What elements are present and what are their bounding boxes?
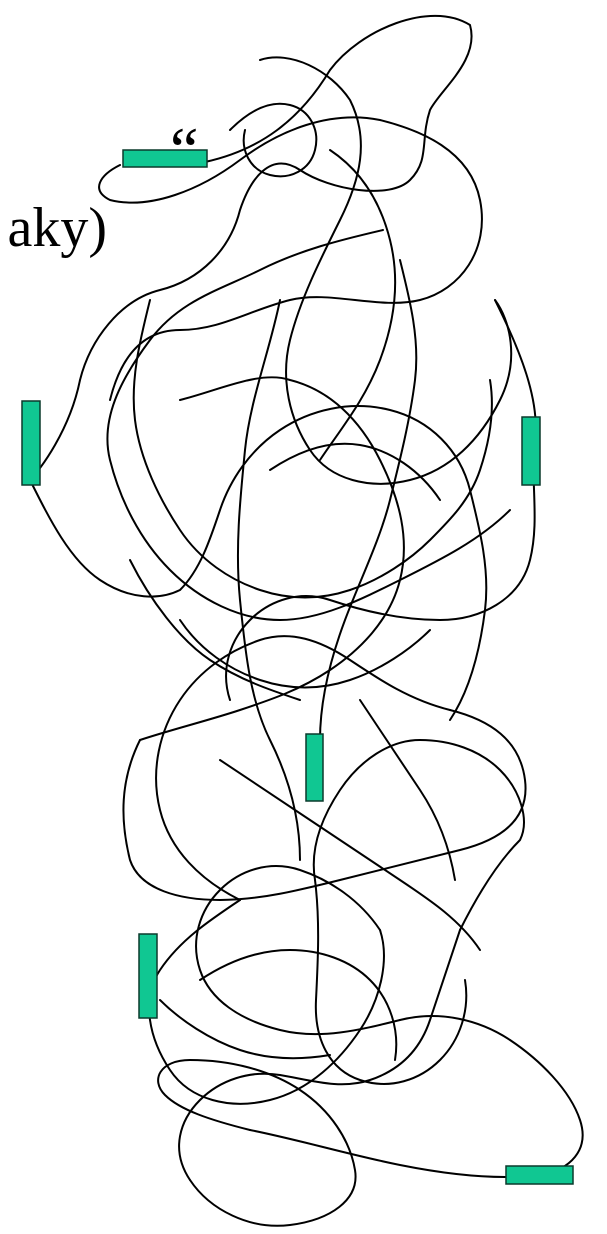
marker-lower-left-vertical	[139, 934, 157, 1018]
marker-center-vertical	[306, 734, 323, 801]
marker-bottom-horizontal	[506, 1166, 573, 1184]
marker-left-vertical	[22, 401, 40, 485]
marker-right-vertical	[522, 417, 540, 485]
tangled-path	[30, 16, 583, 1226]
marker-top-horizontal	[123, 150, 207, 167]
